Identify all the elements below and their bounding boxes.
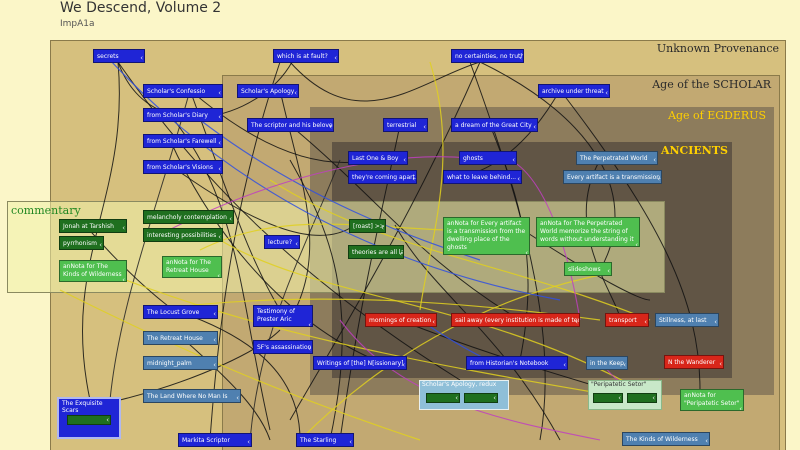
node-in-the-keep[interactable]: in the Keep: [586, 356, 628, 370]
node-testimony-prester-aric[interactable]: Testimony of Prester Aric: [253, 305, 313, 327]
node-transport[interactable]: transport: [605, 313, 649, 327]
node-theories-all-lasts[interactable]: theories are all lasts: [348, 245, 404, 259]
node-annota-peripatetic-setor[interactable]: anNota for "Peripatetic Setor": [680, 389, 744, 411]
region-title-commentary: commentary: [11, 204, 81, 217]
node-annota-every-artifact[interactable]: anNota for Every artifact is a transmiss…: [443, 217, 530, 255]
region-title-unknown: Unknown Provenance: [656, 42, 779, 55]
node-the-starling[interactable]: The Starling: [296, 433, 354, 447]
node-writings-missionary[interactable]: Writings of [the] N[issionary]: [313, 356, 407, 370]
node-terrestrial[interactable]: terrestrial: [383, 118, 428, 132]
link-line: [585, 159, 621, 321]
node-n-the-wanderer[interactable]: N the Wanderer: [664, 355, 724, 369]
composite-child[interactable]: [67, 415, 111, 425]
node-from-scholars-diary[interactable]: from Scholar's Diary: [143, 108, 223, 122]
link-line: [189, 89, 281, 311]
link-line: [169, 139, 381, 363]
node-secrets[interactable]: secrets: [93, 49, 145, 63]
node-markita-scriptor[interactable]: Markita Scriptor: [178, 433, 252, 447]
link-line: [59, 289, 421, 441]
node-stillness-at-last[interactable]: Stillness, at last: [655, 313, 719, 327]
node-kinds-of-wilderness[interactable]: The Kinds of Wilderness: [622, 432, 710, 446]
node-land-where-no-man[interactable]: The Land Where No Man Is: [143, 389, 241, 403]
node-from-historians-notebook[interactable]: from Historian's Notebook: [466, 356, 568, 370]
link-line: [179, 311, 301, 441]
link-line: [219, 239, 641, 391]
composite-child[interactable]: [426, 393, 460, 403]
node-scholars-apology[interactable]: Scholar's Apology: [237, 84, 299, 98]
region-title-egderus: Age of EGDERUS: [668, 109, 766, 122]
node-annota-perpetrated-world[interactable]: anNota for The Perpetrated World memoriz…: [536, 217, 640, 247]
node-dream-great-city[interactable]: a dream of the Great City: [451, 118, 538, 132]
region-title-ancients: ANCIENTS: [660, 144, 728, 157]
link-line: [189, 111, 481, 261]
node-what-to-leave-behind[interactable]: what to leave behind...: [443, 170, 522, 184]
node-perpetrated-world[interactable]: The Perpetrated World: [576, 151, 658, 165]
node-scholars-confessio[interactable]: Scholar's Confessio: [143, 84, 223, 98]
composite-child[interactable]: [593, 393, 623, 403]
node-archive-under-threat[interactable]: archive under threat: [538, 84, 610, 98]
link-line: [169, 164, 356, 236]
node-sfs-assassination[interactable]: SF's assassination: [253, 340, 313, 354]
link-line: [419, 61, 444, 311]
node-theyre-coming-apart[interactable]: they're coming apart...: [348, 170, 417, 184]
node-retreat-house[interactable]: The Retreat House: [143, 331, 218, 345]
node-from-scholars-farewell[interactable]: from Scholar's Farewell: [143, 134, 223, 148]
link-line: [469, 61, 546, 441]
node-which-is-at-fault[interactable]: which is at fault?: [273, 49, 339, 63]
node-slideshows[interactable]: slideshows: [564, 262, 612, 276]
link-line: [209, 61, 281, 441]
composite-label: Scholar's Apology, redux: [422, 381, 497, 388]
node-from-scholars-visions[interactable]: from Scholar's Visions: [143, 160, 223, 174]
node-annota-retreat-house[interactable]: anNota for The Retreat House: [162, 256, 222, 278]
composite-child[interactable]: [627, 393, 657, 403]
node-jonah-at-tarshish[interactable]: Jonah at Tarshish: [59, 219, 127, 233]
link-line: [109, 89, 191, 401]
node-mornings-of-creation[interactable]: mornings of creation: [365, 313, 437, 327]
node-roast[interactable]: [roast] >>: [349, 219, 386, 233]
link-line: [289, 61, 481, 102]
node-midnight-palm[interactable]: midnight_palm: [143, 356, 218, 370]
node-last-one-boy[interactable]: Last One & Boy: [348, 151, 408, 165]
composite-peripatetic-setor[interactable]: "Peripatetic Setor": [588, 380, 662, 410]
composite-child[interactable]: [464, 393, 498, 403]
node-annota-kinds-wilderness[interactable]: anNota for The Kinds of Wilderness: [59, 260, 127, 282]
document-title: We Descend, Volume 2: [60, 0, 222, 16]
composite-label: The Exquisite Scars: [62, 400, 103, 414]
node-pyrrhonism[interactable]: pyrrhonism: [59, 236, 104, 250]
node-locust-grove[interactable]: The Locust Grove: [143, 305, 218, 319]
node-no-certainties[interactable]: no certainties, no truth: [451, 49, 524, 63]
composite-scholars-apology-redux[interactable]: Scholar's Apology, redux: [419, 380, 509, 410]
node-melancholy-contemplation[interactable]: melancholy contemplation: [143, 210, 234, 224]
region-title-scholar: Age of the SCHOLAR: [652, 78, 771, 91]
link-line: [99, 269, 641, 401]
composite-exquisite-scars[interactable]: The Exquisite Scars: [57, 397, 121, 439]
node-scriptor-beloved[interactable]: The scriptor and his beloved: [247, 118, 334, 132]
node-ghosts[interactable]: ghosts: [459, 151, 517, 165]
node-sail-away[interactable]: sail away (every institution is made of …: [451, 313, 580, 327]
composite-label: "Peripatetic Setor": [591, 381, 647, 388]
node-lecture[interactable]: lecture?: [264, 235, 300, 249]
link-line: [169, 114, 271, 431]
document-subtitle: ImpA1a: [60, 19, 95, 29]
node-interesting-possibilities[interactable]: interesting possibilities: [143, 228, 223, 242]
node-every-artifact[interactable]: Every artifact is a transmission...: [563, 170, 662, 184]
